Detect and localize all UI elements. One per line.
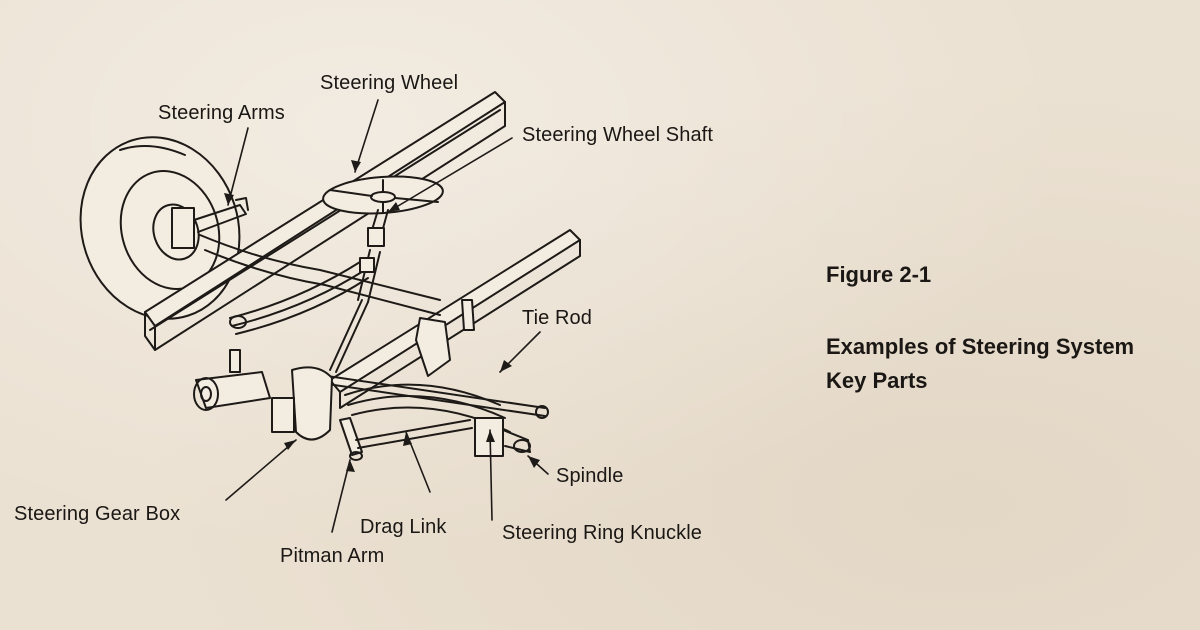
- pitman-arm-part: [339, 417, 363, 461]
- leader-steering-ring-knuckle: [489, 429, 493, 521]
- label-pitman-arm: Pitman Arm: [280, 545, 385, 567]
- steering-system-diagram: [79, 91, 581, 533]
- leader-steering-wheel-shaft: [387, 137, 513, 213]
- label-steering-gear-box: Steering Gear Box: [14, 503, 181, 525]
- right-knuckle: [474, 417, 531, 457]
- label-steering-wheel: Steering Wheel: [320, 72, 459, 94]
- figure-caption-line-1: Examples of Steering System: [826, 334, 1135, 359]
- drag-link-part: [355, 419, 473, 449]
- steering-gear-box-part: [193, 349, 333, 441]
- figure-caption: Examples of Steering System Key Parts: [826, 330, 1200, 398]
- figure-caption-line-2: Key Parts: [826, 368, 928, 393]
- front-axle: [199, 234, 441, 316]
- leaf-spring-left: [229, 261, 369, 335]
- leader-steering-arms: [227, 127, 249, 206]
- label-steering-arms: Steering Arms: [158, 102, 285, 124]
- frame-rail-lower: [329, 229, 581, 409]
- leader-steering-gear-box: [225, 439, 297, 501]
- label-steering-wheel-shaft: Steering Wheel Shaft: [522, 124, 713, 146]
- figure-title: Figure 2-1: [826, 262, 932, 287]
- leader-steering-wheel: [354, 99, 379, 173]
- label-tie-rod: Tie Rod: [522, 307, 592, 329]
- steering-wheel-part: [322, 175, 444, 215]
- label-spindle: Spindle: [556, 465, 624, 487]
- label-steering-ring-knuckle: Steering Ring Knuckle: [502, 522, 702, 544]
- steering-column: [329, 209, 389, 373]
- left-knuckle: [171, 197, 249, 249]
- label-drag-link: Drag Link: [360, 516, 447, 538]
- leader-arrowheads: [224, 160, 540, 472]
- leader-pitman-arm: [331, 459, 351, 533]
- frame-rail-upper: [144, 91, 506, 351]
- tie-rod-part: [299, 371, 549, 419]
